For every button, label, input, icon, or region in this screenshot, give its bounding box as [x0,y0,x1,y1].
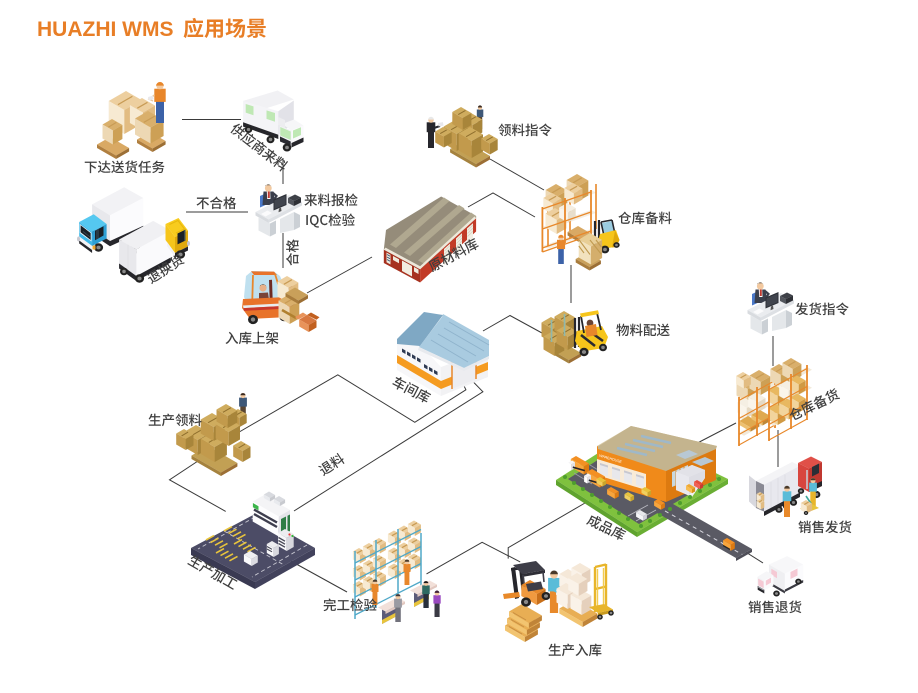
svg-text:HUAZHI WMS: HUAZHI WMS [37,18,173,41]
svg-text:WAREHOUSE: WAREHOUSE [599,454,623,465]
